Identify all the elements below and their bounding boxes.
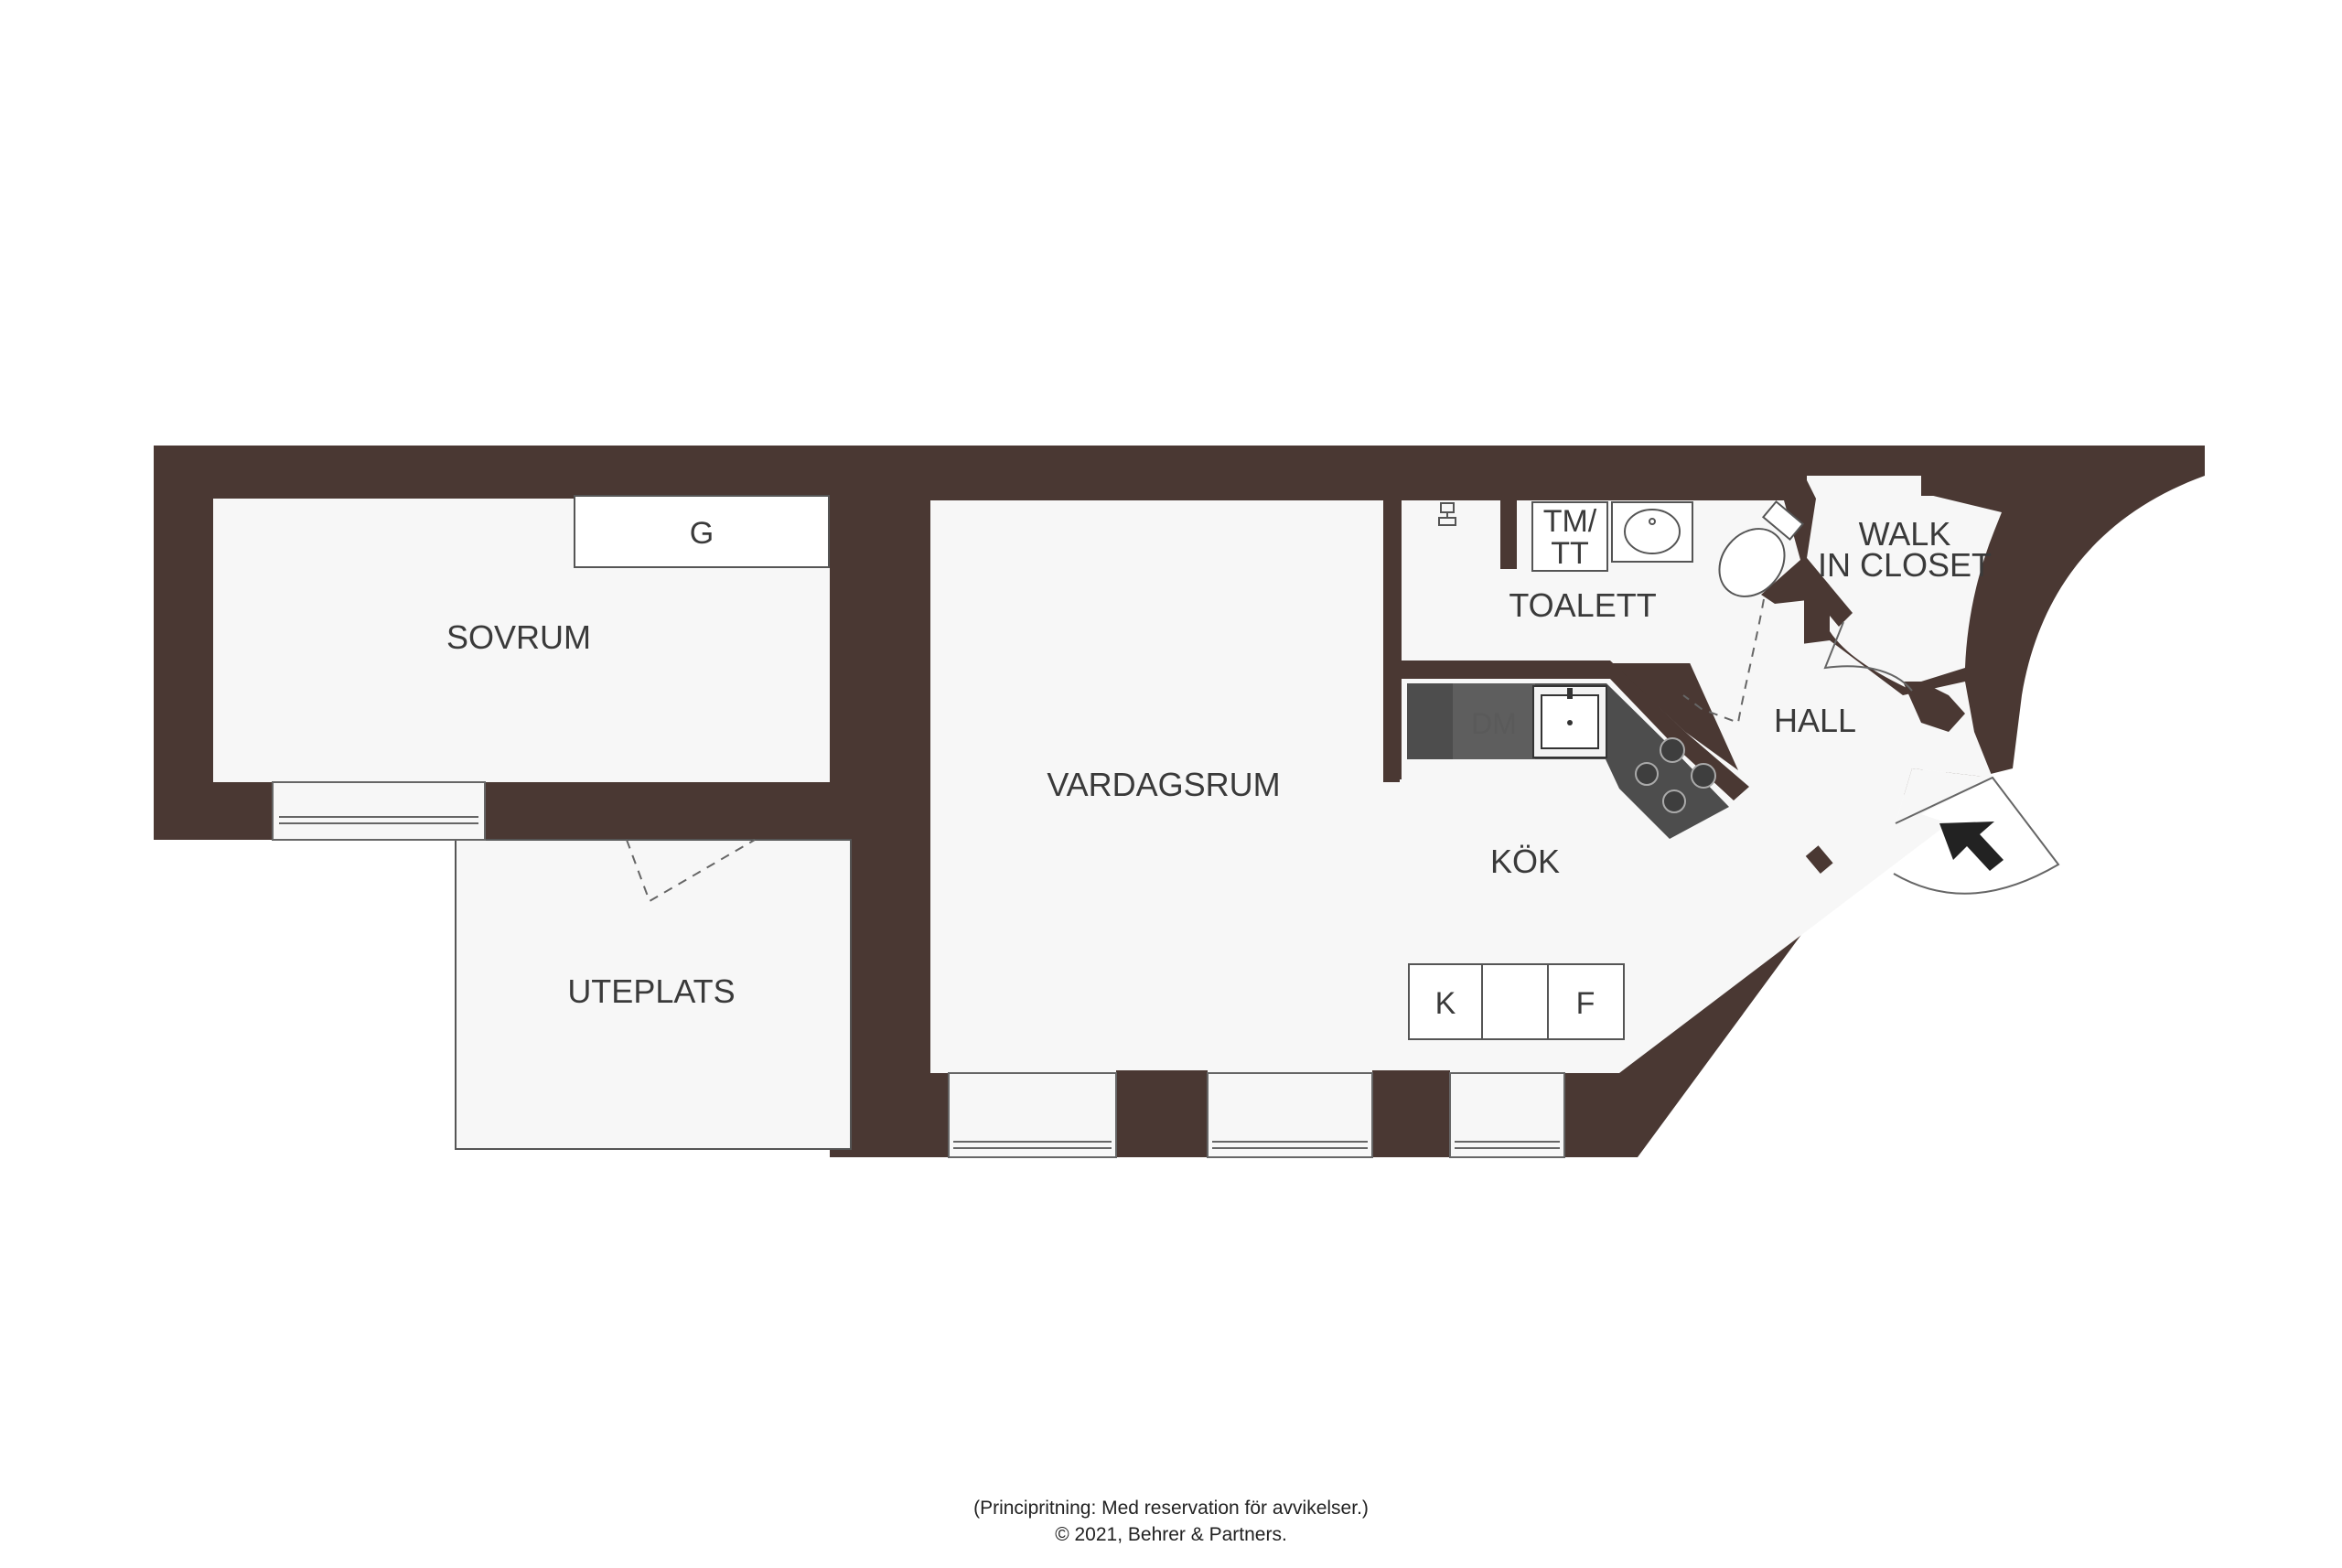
faucet-icon <box>1438 502 1456 526</box>
toilet-door-swing <box>1682 598 1765 725</box>
fridge-label: K <box>1435 986 1456 1021</box>
freezer-label: F <box>1576 986 1595 1021</box>
washer-label-2: TT <box>1551 536 1589 571</box>
window-icon <box>1207 1072 1373 1158</box>
sink-icon <box>1611 501 1693 563</box>
wardrobe: G <box>574 495 830 568</box>
wall-toilet-closet <box>1761 480 1853 627</box>
room-label-toalett: TOALETT <box>1509 586 1656 624</box>
fridge-freezer: K F <box>1408 963 1625 1040</box>
floors <box>213 476 2002 1073</box>
washer: TM/ TT <box>1531 501 1608 572</box>
window-icon <box>272 781 486 841</box>
dishwasher <box>1453 683 1535 759</box>
entrance-arrow-icon <box>1939 822 2004 871</box>
room-label-kok: KÖK <box>1490 843 1560 880</box>
main-floor <box>930 500 1993 1073</box>
uteplats-area <box>455 839 852 1150</box>
wall-hall-right <box>1903 682 1965 732</box>
room-label-vardagsrum: VARDAGSRUM <box>1047 766 1280 803</box>
wall-closet-notch <box>1921 476 2004 496</box>
wall-window-pillar-1 <box>1116 1070 1208 1157</box>
sovrum-floor <box>213 499 830 782</box>
toilet-icon <box>1718 499 1805 597</box>
room-label-sovrum: SOVRUM <box>446 618 591 656</box>
hall-floor <box>1688 640 1993 823</box>
wall-notch-1 <box>1805 845 1833 874</box>
footer-copyright: © 2021, Behrer & Partners. <box>1055 1524 1287 1545</box>
sink-icon <box>1532 685 1607 758</box>
room-label-hall: HALL <box>1774 702 1856 739</box>
wall-sovrum-right <box>830 499 930 567</box>
doors <box>626 598 2060 903</box>
footer-disclaimer: (Principritning: Med reservation för avv… <box>973 1498 1369 1519</box>
entrance-door-swing <box>1893 776 2060 895</box>
wall-kitchen-counter-back <box>1383 660 1749 800</box>
kitchen-counter: DM <box>1407 683 1729 839</box>
wall-window-pillar-2 <box>1372 1070 1450 1157</box>
wardrobe-label: G <box>690 516 714 551</box>
patio-door-swing <box>626 839 756 903</box>
closet-floor <box>1807 476 2002 691</box>
window-icon <box>948 1072 1117 1158</box>
wall-washer-divider <box>1500 500 1517 569</box>
dishwasher-label: DM <box>1471 707 1517 740</box>
washer-label-1: TM/ <box>1543 504 1597 539</box>
windows <box>272 781 1565 1158</box>
wall-notch-2 <box>1664 1058 1692 1087</box>
stove-icon <box>1635 737 1716 813</box>
window-icon <box>1449 1072 1565 1158</box>
room-label-walk-closet-2: IN CLOSET <box>1818 546 1992 584</box>
wall-sovrum-bottom-mid <box>485 782 627 840</box>
room-label-walk-closet-1: WALK <box>1859 515 1951 553</box>
wall-sovrum-bottom-left <box>154 782 273 840</box>
closet-door <box>1823 621 1913 692</box>
room-label-uteplats: UTEPLATS <box>567 972 735 1010</box>
wall-sovrum-bottom-right <box>755 782 851 840</box>
